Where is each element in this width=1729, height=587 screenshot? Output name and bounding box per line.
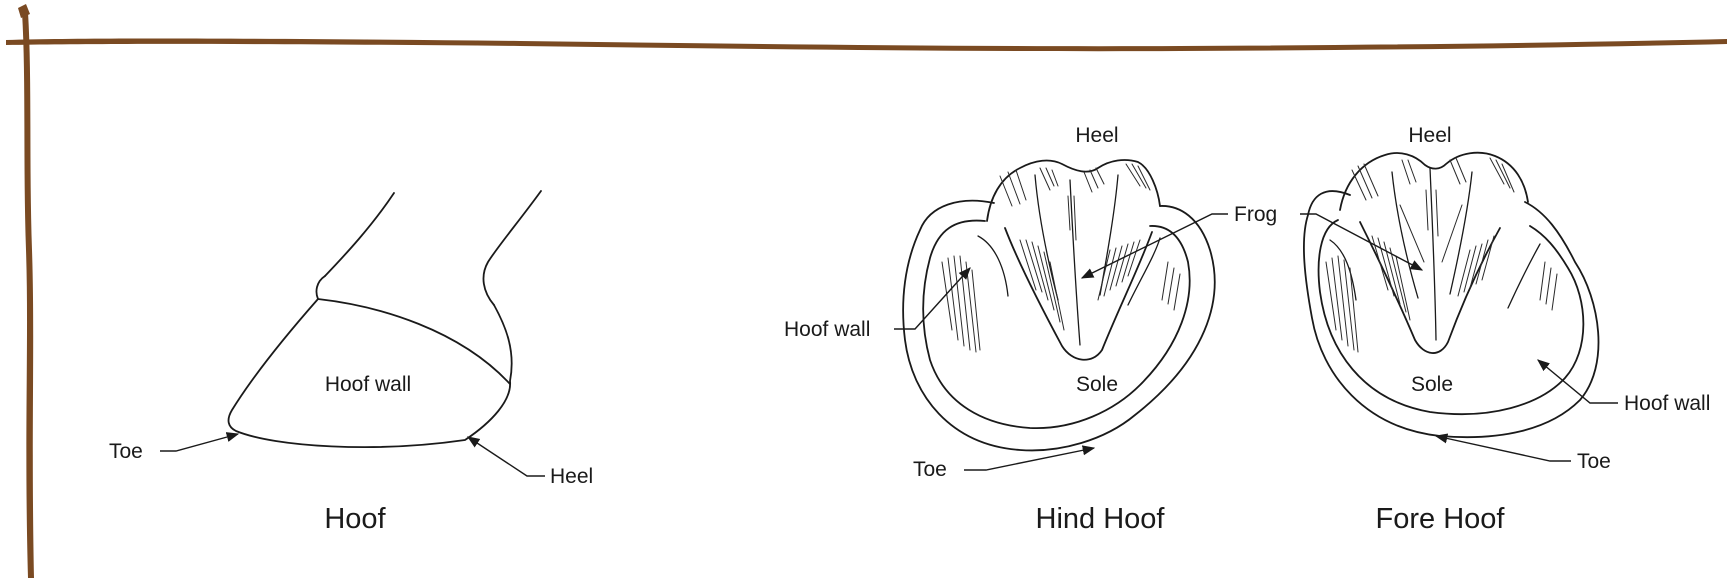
- hind-hatching: [942, 164, 1180, 352]
- hind-heel-label: Heel: [1075, 124, 1118, 147]
- frame-top-stick: [6, 38, 1727, 51]
- fore-sole-label: Sole: [1411, 373, 1453, 396]
- hind-hoof: Heel Frog Hoof wall Sole Toe Hind Hoof: [784, 124, 1277, 535]
- pastern-back-line: [483, 191, 541, 305]
- hind-outer-wall: [903, 201, 1215, 451]
- fore-bar-right: [1508, 244, 1540, 308]
- coronary-band: [318, 299, 510, 384]
- side-toe-label: Toe: [109, 440, 143, 463]
- fore-toe-label: Toe: [1577, 450, 1611, 473]
- side-heel-label: Heel: [550, 465, 593, 488]
- side-view-hoof: Hoof wall Toe Heel Hoof: [109, 191, 593, 535]
- fore-wall-leader: [1538, 360, 1618, 403]
- hind-heel-bulbs: [987, 160, 1160, 221]
- hind-frog-cleft: [1070, 180, 1080, 345]
- hind-bar-left: [978, 236, 1008, 296]
- hind-sole-label: Sole: [1076, 373, 1118, 396]
- fore-hoof: Heel Sole Hoof wall Toe Fore Hoof: [1300, 124, 1710, 535]
- fore-heel-label: Heel: [1408, 124, 1451, 147]
- fore-frog-sulcus-left: [1392, 172, 1418, 298]
- side-caption: Hoof: [324, 503, 386, 535]
- fore-frog: [1360, 222, 1500, 353]
- fore-heel-bulbs: [1340, 153, 1528, 210]
- hind-frog-leader: [1082, 214, 1228, 278]
- fore-frog-cleft: [1430, 168, 1436, 340]
- hind-toe-label: Toe: [913, 458, 947, 481]
- hoof-outline: [229, 276, 512, 447]
- hind-inner-wall: [923, 221, 1189, 429]
- pastern-front-line: [325, 193, 394, 276]
- fore-outer-wall: [1304, 191, 1599, 437]
- fore-hatching: [1326, 158, 1557, 352]
- hind-frog: [1005, 228, 1152, 360]
- hind-wall-label: Hoof wall: [784, 318, 870, 341]
- fore-wall-label: Hoof wall: [1624, 392, 1710, 415]
- side-wall-label: Hoof wall: [325, 373, 411, 396]
- side-toe-leader: [160, 434, 238, 451]
- hind-caption: Hind Hoof: [1036, 503, 1166, 535]
- hind-frog-label: Frog: [1234, 203, 1277, 226]
- side-heel-leader: [468, 437, 545, 476]
- frame-left-stick: [22, 12, 34, 578]
- fore-caption: Fore Hoof: [1376, 503, 1506, 535]
- fore-toe-leader: [1436, 436, 1571, 461]
